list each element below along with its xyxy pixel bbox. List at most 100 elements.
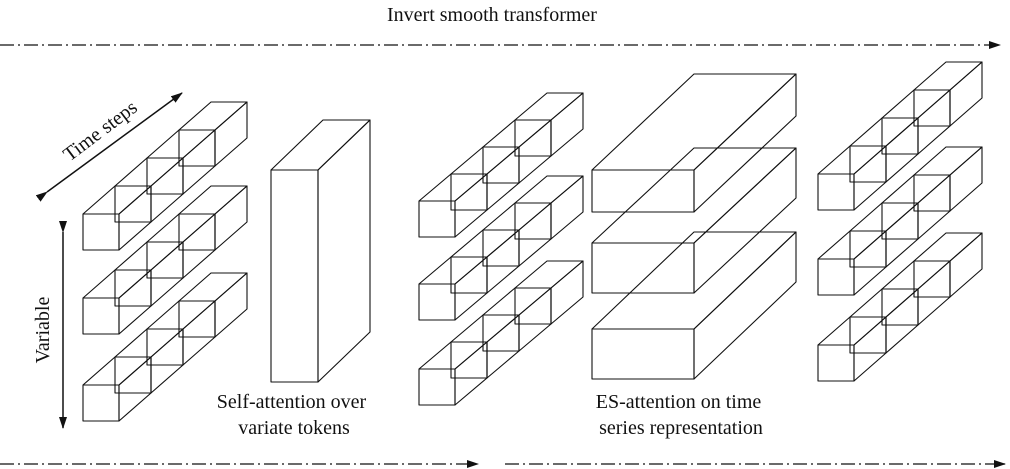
middle-variable-row-2-cell-2 bbox=[450, 229, 520, 294]
middle-variable-row-1-cell-4-front-face bbox=[514, 119, 552, 157]
input-variable-row-3-cell-2-top-face bbox=[114, 328, 184, 358]
es-attention-slab-1-side-face bbox=[693, 73, 797, 213]
input-variable-row-3-cell-4-top-face bbox=[178, 272, 248, 302]
input-variable-row-2-cell-2-side-face bbox=[150, 241, 184, 307]
output-variable-row-1-cell-1 bbox=[817, 145, 887, 211]
input-variable-row-1-cell-3-side-face bbox=[182, 129, 216, 195]
es-attention-slab-2-side-face bbox=[693, 147, 797, 294]
middle-variable-row-2-cell-3-top-face bbox=[482, 202, 552, 231]
middle-variable-row-2-cell-1-top-face bbox=[418, 256, 488, 285]
middle-variable-row-1-cell-3-top-face bbox=[482, 119, 552, 148]
output-variable-row-3-cell-3-side-face bbox=[917, 260, 951, 326]
output-variable-row-2-cell-3-side-face bbox=[917, 174, 951, 240]
input-variable-row-2-cell-3 bbox=[146, 213, 216, 279]
middle-variable-row-3-cell-3-top-face bbox=[482, 287, 552, 316]
output-variable-row-1-cell-4-top-face bbox=[913, 61, 983, 91]
es-attention-slab-1-top-face bbox=[591, 73, 797, 171]
output-variable-row-2-cell-4 bbox=[913, 146, 983, 212]
output-variable-row-1-cell-4 bbox=[913, 61, 983, 127]
es-attention-slab-3 bbox=[591, 231, 797, 380]
output-variable-row-3-cell-4-top-face bbox=[913, 232, 983, 262]
input-variable-row-1-cell-2 bbox=[114, 157, 184, 223]
output-variable-row-2-cell-3 bbox=[881, 174, 951, 240]
input-variable-row-2-cell-1-front-face bbox=[82, 297, 120, 335]
output-variable-row-1-cell-2 bbox=[849, 117, 919, 183]
self-attention-block-side-face bbox=[317, 119, 371, 383]
input-variable-row-1-cell-2-top-face bbox=[114, 157, 184, 187]
middle-variable-row-1-cell-1-side-face bbox=[454, 173, 488, 238]
output-variable-row-3-cell-3 bbox=[881, 260, 951, 326]
middle-variable-row-1-cell-2 bbox=[450, 146, 520, 211]
middle-variable-row-2-cell-3 bbox=[482, 202, 552, 267]
input-variable-row-3-cell-3-side-face bbox=[182, 300, 216, 366]
input-variable-row-1-cell-4-top-face bbox=[178, 101, 248, 131]
middle-variable-row-3-cell-3-side-face bbox=[518, 287, 552, 352]
input-variable-row-3-cell-4-side-face bbox=[214, 272, 248, 338]
middle-variable-row-1-cell-4-top-face bbox=[514, 92, 584, 121]
middle-variable-row-3-cell-1-side-face bbox=[454, 341, 488, 406]
middle-variable-row-3-cell-3-front-face bbox=[482, 314, 520, 352]
input-variable-row-3-cell-1 bbox=[82, 356, 152, 422]
es-attention-slab-3-front-face bbox=[591, 328, 695, 380]
input-variable-row-3-cell-1-top-face bbox=[82, 356, 152, 386]
input-variable-row-3-cell-1-front-face bbox=[82, 384, 120, 422]
output-variable-row-3-cell-1-side-face bbox=[853, 316, 887, 382]
middle-variable-row-2-cell-2-front-face bbox=[450, 256, 488, 294]
es-attention-slab-3-side-face bbox=[693, 231, 797, 380]
output-variable-row-3-cell-2-top-face bbox=[849, 288, 919, 318]
middle-variable-row-3-cell-2-front-face bbox=[450, 341, 488, 379]
output-variable-row-3-cell-2-side-face bbox=[885, 288, 919, 354]
middle-variable-row-2-cell-4-side-face bbox=[550, 175, 584, 240]
output-variable-row-1-cell-3-side-face bbox=[917, 89, 951, 155]
input-variable-row-2-cell-3-side-face bbox=[182, 213, 216, 279]
input-variable-row-1-cell-4 bbox=[178, 101, 248, 167]
output-variable-row-1-cell-1-side-face bbox=[853, 145, 887, 211]
output-variable-row-2-cell-1-front-face bbox=[817, 258, 855, 296]
middle-variable-row-3-cell-1 bbox=[418, 341, 488, 406]
middle-variable-row-3-cell-3 bbox=[482, 287, 552, 352]
middle-variable-row-1-cell-2-top-face bbox=[450, 146, 520, 175]
input-variable-row-1-cell-1-top-face bbox=[82, 185, 152, 215]
middle-variable-row-2-cell-2-side-face bbox=[486, 229, 520, 294]
input-variable-row-2-cell-1 bbox=[82, 269, 152, 335]
middle-variable-row-2-cell-1 bbox=[418, 256, 488, 321]
middle-variable-row-2-cell-3-side-face bbox=[518, 202, 552, 267]
es-attention-caption: ES-attention on time series representati… bbox=[596, 391, 767, 439]
es-attention-slab-2 bbox=[591, 147, 797, 294]
self-attention-block-top-face bbox=[270, 119, 371, 171]
output-variable-row-1-cell-3 bbox=[881, 89, 951, 155]
output-variable-row-2-cell-1 bbox=[817, 230, 887, 296]
input-variable-row-3-cell-2 bbox=[114, 328, 184, 394]
input-variable-row-2-cell-4 bbox=[178, 185, 248, 251]
output-variable-row-2-cell-4-top-face bbox=[913, 146, 983, 176]
output-variable-row-3-cell-4-side-face bbox=[949, 232, 983, 298]
output-variable-row-1-cell-2-top-face bbox=[849, 117, 919, 147]
middle-variable-row-2-cell-4 bbox=[514, 175, 584, 240]
output-variable-row-2-cell-2-top-face bbox=[849, 202, 919, 232]
middle-variable-row-1-cell-1 bbox=[418, 173, 488, 238]
input-variable-row-2-cell-4-side-face bbox=[214, 185, 248, 251]
middle-variable-row-1-cell-1-top-face bbox=[418, 173, 488, 202]
output-variable-row-3-cell-1-front-face bbox=[817, 344, 855, 382]
output-variable-row-1-cell-3-top-face bbox=[881, 89, 951, 119]
middle-variable-row-3-cell-2 bbox=[450, 314, 520, 379]
middle-variable-row-3-cell-1-top-face bbox=[418, 341, 488, 370]
middle-variable-row-3-cell-1-front-face bbox=[418, 368, 456, 406]
diagram-title: Invert smooth transformer bbox=[387, 4, 597, 26]
output-variable-row-3-cell-2 bbox=[849, 288, 919, 354]
output-variable-row-2-cell-4-side-face bbox=[949, 146, 983, 212]
input-variable-row-3-cell-3-top-face bbox=[146, 300, 216, 330]
self-attention-caption: Self-attention over variate tokens bbox=[217, 391, 371, 439]
middle-variable-row-2-cell-4-top-face bbox=[514, 175, 584, 204]
middle-variable-row-2-cell-3-front-face bbox=[482, 229, 520, 267]
output-variable-row-3-cell-3-top-face bbox=[881, 260, 951, 290]
middle-variable-row-1-cell-2-front-face bbox=[450, 173, 488, 211]
output-variable-row-3-cell-1 bbox=[817, 316, 887, 382]
output-variable-row-2-cell-2-side-face bbox=[885, 202, 919, 268]
output-variable-row-2-cell-1-top-face bbox=[817, 230, 887, 260]
output-variable-row-2-cell-3-top-face bbox=[881, 174, 951, 204]
input-variable-row-2-cell-4-top-face bbox=[178, 185, 248, 215]
input-variable-row-2-cell-1-side-face bbox=[118, 269, 152, 335]
output-variable-row-1-cell-4-side-face bbox=[949, 61, 983, 127]
middle-variable-row-1-cell-4 bbox=[514, 92, 584, 157]
